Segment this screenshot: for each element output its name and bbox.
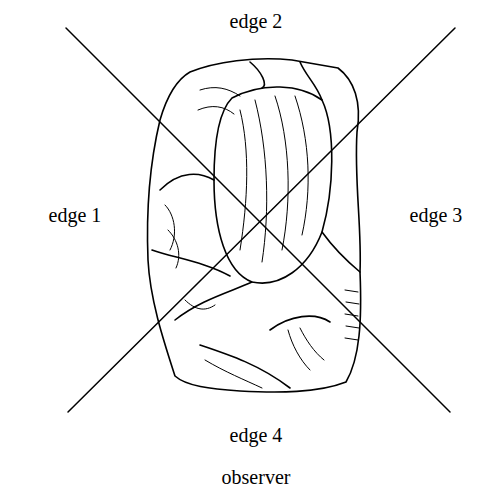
scar-detail bbox=[165, 88, 359, 388]
edge-label: edge 3 bbox=[410, 204, 463, 226]
edge-label: edge 1 bbox=[49, 204, 102, 226]
edge-label: edge 2 bbox=[230, 10, 283, 32]
flake-outline bbox=[148, 59, 361, 392]
edge-label: edge 4 bbox=[230, 424, 283, 446]
diagonal-line bbox=[66, 28, 450, 412]
diagonal-line bbox=[68, 28, 455, 412]
central-scar bbox=[214, 87, 332, 283]
edge-label: observer bbox=[222, 466, 291, 488]
